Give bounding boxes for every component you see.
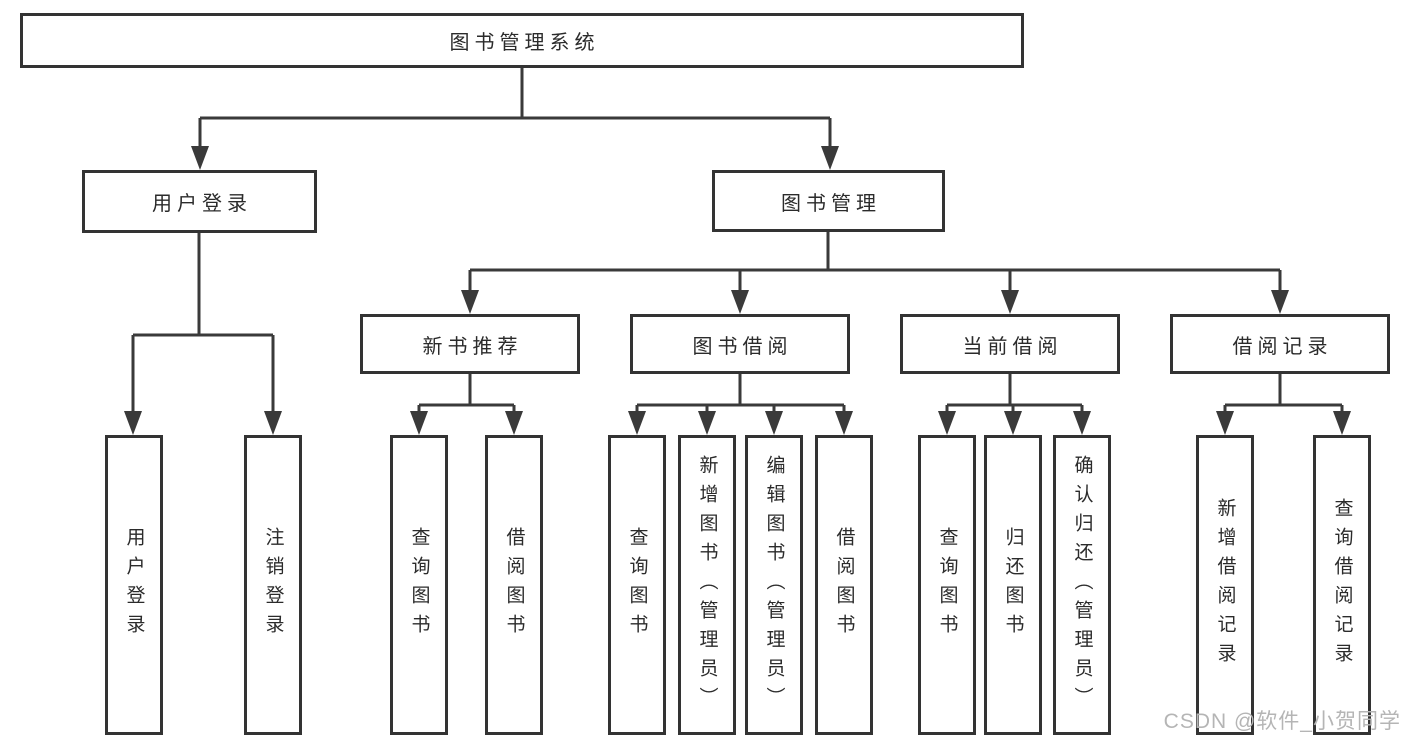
node-borrow-records: 借阅记录	[1170, 314, 1390, 374]
node-new-book-recommend: 新书推荐	[360, 314, 580, 374]
node-label: 编辑图书（管理员）	[763, 454, 785, 716]
node-label: 借阅记录	[1232, 335, 1333, 358]
node-label: 查询图书	[408, 527, 430, 643]
leaf-query-books-2: 查询图书	[608, 435, 666, 735]
node-label: 用户登录	[123, 527, 145, 643]
node-label: 借阅图书	[503, 527, 525, 643]
node-label: 图书管理系统	[449, 32, 600, 54]
node-label: 新增借阅记录	[1214, 498, 1236, 672]
node-user-login: 用户登录	[82, 170, 317, 233]
leaf-edit-books-admin: 编辑图书（管理员）	[745, 435, 803, 735]
node-label: 新增图书（管理员）	[696, 454, 718, 716]
leaf-add-borrow-record: 新增借阅记录	[1196, 435, 1254, 735]
node-label: 新书推荐	[422, 335, 523, 358]
node-label: 查询图书	[626, 527, 648, 643]
node-label: 查询图书	[936, 527, 958, 643]
node-label: 图书借阅	[692, 335, 793, 358]
leaf-borrow-books-1: 借阅图书	[485, 435, 543, 735]
node-label: 图书管理	[781, 192, 881, 215]
node-label: 用户登录	[152, 193, 252, 215]
node-label: 注销登录	[262, 527, 284, 643]
leaf-query-books-1: 查询图书	[390, 435, 448, 735]
leaf-return-books: 归还图书	[984, 435, 1042, 735]
arrowhead-icons	[124, 146, 1351, 435]
node-root-system: 图书管理系统	[20, 13, 1024, 68]
node-label: 确认归还（管理员）	[1071, 454, 1093, 716]
node-label: 借阅图书	[833, 527, 855, 643]
leaf-add-books-admin: 新增图书（管理员）	[678, 435, 736, 735]
node-label: 归还图书	[1002, 527, 1024, 643]
leaf-user-login: 用户登录	[105, 435, 163, 735]
node-book-management: 图书管理	[712, 170, 945, 232]
leaf-borrow-books-2: 借阅图书	[815, 435, 873, 735]
node-label: 查询借阅记录	[1331, 498, 1353, 672]
leaf-logout: 注销登录	[244, 435, 302, 735]
node-book-borrow: 图书借阅	[630, 314, 850, 374]
csdn-watermark: CSDN @软件_小贺同学	[1163, 710, 1401, 733]
leaf-confirm-return-admin: 确认归还（管理员）	[1053, 435, 1111, 735]
node-label: 当前借阅	[962, 335, 1063, 358]
leaf-query-borrow-record: 查询借阅记录	[1313, 435, 1371, 735]
node-current-borrow: 当前借阅	[900, 314, 1120, 374]
leaf-query-books-3: 查询图书	[918, 435, 976, 735]
